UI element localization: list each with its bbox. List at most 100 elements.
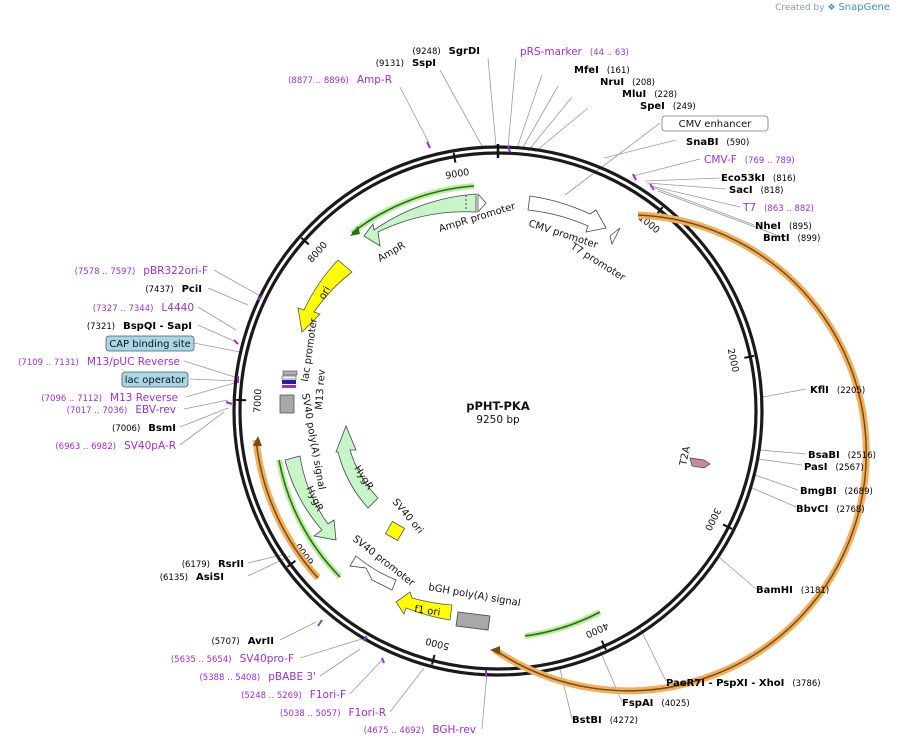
left-label-primer: (8877 .. 8896)Amp-R xyxy=(288,74,392,86)
right-label-coord: (161) xyxy=(607,66,630,76)
right-label-enzyme: PaeR7I - PspXI - XhoI (3786) xyxy=(666,678,821,689)
tick-label: 9000 xyxy=(445,167,471,182)
right-label-enzyme: Eco53kI (816) xyxy=(721,173,796,184)
right-label-enzyme: SpeI (249) xyxy=(640,101,696,112)
lac-operator-label-box xyxy=(121,371,189,388)
tick-mark xyxy=(744,354,755,359)
left-label-name: AvrII xyxy=(248,636,274,647)
right-label-name: pRS-marker xyxy=(520,46,583,58)
left-label-coord: (7437) xyxy=(145,285,173,295)
right-side-labels: pRS-marker(44 .. 63)MfeI(161)NruI(208)Ml… xyxy=(520,46,876,726)
tick-label: 2000 xyxy=(725,347,741,373)
right-label-name: BbvCI xyxy=(796,504,828,515)
right-label-enzyme: FspAI(4025) xyxy=(622,698,690,709)
lac-promoter-box xyxy=(281,375,297,380)
tick-label: 4000 xyxy=(584,620,611,640)
right-label-coord: (2516) xyxy=(848,451,876,461)
right-label-enzyme: SnaBI(590) xyxy=(686,137,749,148)
right-label-coord: (208) xyxy=(632,78,655,88)
sv40-polya-box xyxy=(279,394,295,414)
left-label-name: F1ori-F xyxy=(310,689,346,701)
right-label-enzyme: BmgBI(2689) xyxy=(800,486,873,497)
right-label-enzyme: BamHI(3181) xyxy=(756,585,829,596)
left-label-name: pBR322ori-F xyxy=(143,265,208,277)
left-label-coord: (6135) xyxy=(160,573,188,583)
left-label-name: BGH-rev xyxy=(432,724,476,736)
left-label-coord: (5038 .. 5057) xyxy=(280,709,341,719)
cmv-enhancer-box xyxy=(661,115,769,132)
left-label-primer: (5635 .. 5654)SV40pro-F xyxy=(171,653,294,665)
label-f1-ori: f1 ori xyxy=(414,604,441,619)
plasmid-size: 9250 bp xyxy=(476,414,520,426)
label-cmv-enhancer: CMV enhancer xyxy=(679,119,753,130)
right-label-name: MfeI xyxy=(574,65,599,76)
left-label-name: M13/pUC Reverse xyxy=(87,356,180,368)
left-label-coord: (9248) xyxy=(412,47,440,57)
credit-prefix: Created by xyxy=(775,3,825,13)
right-label-enzyme: PasI(2567) xyxy=(804,462,864,473)
right-label-enzyme: BmtI(899) xyxy=(763,233,820,244)
left-label-coord: (6963 .. 6982) xyxy=(55,442,116,452)
left-label-coord: (7321) xyxy=(87,322,115,332)
right-label-coord: (3786) xyxy=(792,679,820,689)
right-label-enzyme: MluI(228) xyxy=(622,89,677,100)
left-label-name: AsiSI xyxy=(196,572,224,583)
right-label-enzyme: NheI (895) xyxy=(755,221,812,232)
right-label-name: Eco53kI xyxy=(721,173,765,184)
left-label-name: Amp-R xyxy=(357,74,392,86)
left-label-name: SspI xyxy=(412,58,436,69)
left-label-primer: (7017 .. 7036)EBV-rev xyxy=(67,404,176,416)
right-label-name: BamHI xyxy=(756,585,793,596)
tick-mark xyxy=(600,640,607,651)
left-label-name: SV40pro-F xyxy=(240,653,294,665)
left-label-coord: (6179) xyxy=(182,560,210,570)
right-label-name: FspAI xyxy=(622,698,653,709)
left-label-coord: (7096 .. 7112) xyxy=(41,394,102,404)
left-label-primer: (4675 .. 4692) BGH-rev xyxy=(364,724,476,736)
right-label-name: BmgBI xyxy=(800,486,837,497)
left-label-coord: (5707) xyxy=(211,637,239,647)
left-label-name: PciI xyxy=(182,284,202,295)
left-label-primer: (7109 .. 7131) M13/pUC Reverse xyxy=(18,356,180,368)
right-label-primer: T7(863 .. 882) xyxy=(742,202,814,214)
right-label-primer: pRS-marker (44 .. 63) xyxy=(520,46,629,58)
sv40-ori-box xyxy=(384,520,406,542)
right-label-name: PaeR7I - PspXI - XhoI xyxy=(666,678,784,689)
right-label-coord: (895) xyxy=(789,222,812,232)
snapgene-credit: Created by ❖ SnapGene xyxy=(775,2,890,13)
cap-site-box xyxy=(282,370,298,376)
left-label-coord: (7017 .. 7036) xyxy=(67,406,128,416)
boxed-labels: CMV enhancer CAP binding site lac operat… xyxy=(105,115,769,388)
amp-r-promoter-arrow xyxy=(477,192,487,214)
right-label-coord: (44 .. 63) xyxy=(590,48,629,58)
right-label-coord: (249) xyxy=(673,102,696,112)
cap-binding-box xyxy=(105,335,195,352)
label-ampr: AmpR xyxy=(376,240,407,264)
left-side-labels: (9248)SgrDI(9131)SspI(8877 .. 8896)Amp-R… xyxy=(18,46,480,736)
right-label-name: SpeI xyxy=(640,101,665,112)
right-label-name: NheI xyxy=(755,221,781,232)
right-label-name: BstBI xyxy=(572,715,602,726)
left-label-coord: (5248 .. 5269) xyxy=(241,691,302,701)
right-label-coord: (590) xyxy=(726,138,749,148)
left-label-coord: (4675 .. 4692) xyxy=(364,726,425,736)
left-label-coord: (7109 .. 7131) xyxy=(18,358,79,368)
tick-label: 3000 xyxy=(702,506,723,533)
right-label-coord: (816) xyxy=(773,174,796,184)
lac-operator-box xyxy=(282,380,296,384)
f1-ori-feature xyxy=(395,591,453,621)
left-label-name: BsmI xyxy=(148,423,176,434)
t7-promoter-arrow xyxy=(609,227,621,246)
right-label-name: KflI xyxy=(810,385,829,396)
left-label-name: L4440 xyxy=(161,302,194,314)
orange-left-arrow xyxy=(253,436,262,446)
bgh-polya-box xyxy=(455,611,491,631)
right-label-enzyme: MfeI (161) xyxy=(574,65,630,76)
green-arc-top-arrow xyxy=(350,226,360,236)
left-label-enzyme: (6179)RsrII xyxy=(182,559,244,570)
left-label-name: SV40pA-R xyxy=(124,440,176,452)
right-label-coord: (899) xyxy=(798,234,821,244)
ori-feature xyxy=(297,259,353,333)
left-label-enzyme: (7437) PciI xyxy=(145,284,202,295)
orange-cds-right-core xyxy=(494,214,867,692)
